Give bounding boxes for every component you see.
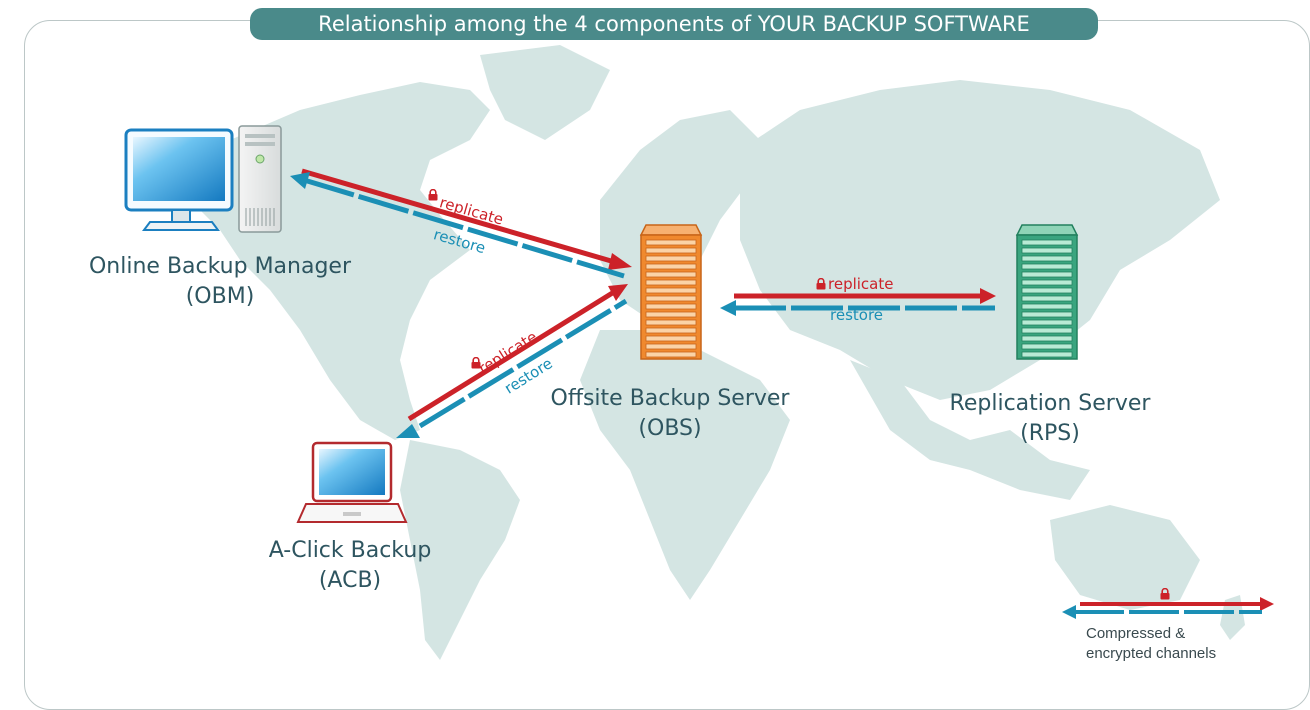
server-unit [645, 279, 697, 286]
server-unit [1021, 287, 1073, 294]
server-unit [645, 343, 697, 350]
europe [600, 110, 760, 320]
server-unit [645, 247, 697, 254]
server-unit [1021, 343, 1073, 350]
server-unit [1021, 319, 1073, 326]
channel-obs-rps [720, 288, 996, 316]
server-unit [645, 327, 697, 334]
australia [1050, 505, 1200, 610]
rps-label: Replication Server (RPS) [920, 389, 1180, 449]
acb-label: A-Click Backup (ACB) [220, 536, 480, 596]
obs-rps-replicate-label: replicate [828, 275, 894, 293]
obm-abbr: (OBM) [185, 284, 255, 309]
server-rack-icon [1015, 224, 1079, 360]
server-unit [1021, 335, 1073, 342]
india-sea-asia [850, 360, 1090, 500]
server-unit [1021, 271, 1073, 278]
acb-abbr: (ACB) [318, 568, 382, 593]
obm-label: Online Backup Manager (OBM) [80, 252, 360, 312]
legend-line-2: encrypted channels [1086, 645, 1217, 662]
server-unit [1021, 255, 1073, 262]
rps-name: Replication Server [949, 391, 1151, 416]
server-unit [645, 239, 697, 246]
obm-name: Online Backup Manager [88, 254, 352, 279]
legend-arrows [1062, 588, 1274, 619]
lock-icon [428, 189, 438, 201]
south-america [400, 440, 520, 660]
server-unit [645, 335, 697, 342]
obs-label: Offsite Backup Server (OBS) [530, 384, 810, 444]
continents [190, 45, 1245, 660]
channel-obs-acb [396, 284, 628, 438]
server-unit [1021, 311, 1073, 318]
server-unit [645, 351, 697, 358]
server-unit [645, 311, 697, 318]
obs-name: Offsite Backup Server [550, 386, 790, 411]
desktop-computer-icon [124, 125, 282, 233]
acb-name: A-Click Backup [268, 538, 432, 563]
legend-text: Compressed & encrypted channels [1086, 624, 1216, 664]
obs-rps-restore-label: restore [830, 306, 884, 324]
legend-line-1: Compressed & [1086, 625, 1186, 642]
new-zealand [1220, 595, 1245, 640]
obs-abbr: (OBS) [638, 416, 702, 441]
asia [740, 80, 1220, 400]
server-unit [645, 303, 697, 310]
server-unit [1021, 351, 1073, 358]
africa [580, 330, 790, 600]
server-unit [645, 271, 697, 278]
server-unit [645, 319, 697, 326]
server-unit [1021, 303, 1073, 310]
greenland [480, 45, 610, 140]
world-map-diagram [124, 45, 1274, 660]
server-unit [645, 287, 697, 294]
server-unit [1021, 239, 1073, 246]
server-rack-icon [639, 224, 703, 360]
channel-obm-obs [290, 168, 632, 279]
server-unit [1021, 263, 1073, 270]
diagram-title: Relationship among the 4 components of Y… [250, 8, 1098, 40]
server-unit [645, 295, 697, 302]
server-unit [645, 263, 697, 270]
server-unit [645, 255, 697, 262]
rps-abbr: (RPS) [1020, 421, 1080, 446]
server-unit [1021, 327, 1073, 334]
server-unit [1021, 247, 1073, 254]
server-unit [1021, 295, 1073, 302]
laptop-icon [296, 441, 408, 523]
server-unit [1021, 279, 1073, 286]
